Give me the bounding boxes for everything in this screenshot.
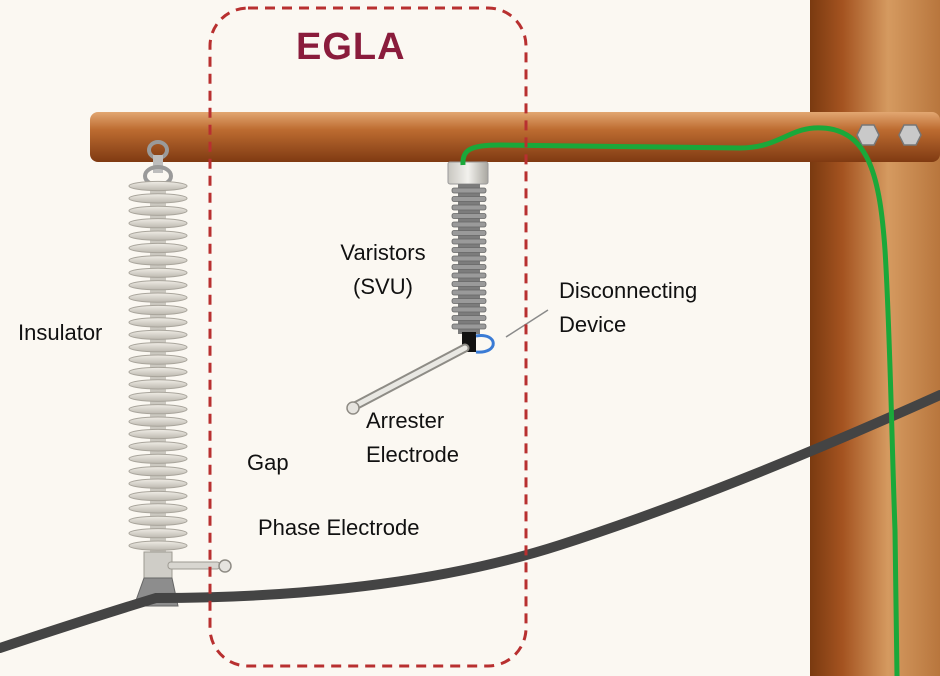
insulator-shed: [128, 242, 188, 254]
insulator-shed: [128, 428, 188, 440]
insulator-shed: [128, 441, 188, 452]
varistor-shed: [451, 315, 487, 321]
varistor-shed: [451, 306, 487, 313]
phase-conductor: [0, 390, 940, 653]
insulator-shed: [128, 503, 188, 514]
egla-boundary: [208, 6, 528, 668]
arrester-label-line1: Arrester: [366, 408, 445, 433]
insulator-shed: [128, 366, 188, 378]
arrester-electrode-label: Arrester Electrode: [366, 404, 459, 472]
insulator-shed: [128, 528, 188, 539]
insulator-shed: [128, 354, 188, 365]
insulator-shed: [128, 391, 188, 402]
insulator-shed: [128, 329, 188, 340]
varistors-label-line1: Varistors: [340, 240, 426, 265]
varistor-shed: [451, 221, 487, 228]
varistors-label: Varistors (SVU): [328, 236, 438, 304]
insulator-shed: [128, 193, 188, 204]
insulator-shed: [128, 540, 188, 551]
crossarm-bolt-icon: [856, 124, 880, 146]
disconnecting-label-line1: Disconnecting: [559, 278, 698, 303]
insulator-shed: [128, 317, 188, 328]
insulator-string: [128, 140, 232, 607]
insulator-shed: [128, 515, 188, 526]
varistors-label-line2: (SVU): [353, 274, 413, 299]
varistor-shed: [451, 298, 487, 304]
varistor-shed: [451, 238, 487, 245]
varistor-shed: [451, 230, 487, 236]
insulator-shed: [128, 280, 188, 291]
insulator-label: Insulator: [18, 320, 103, 345]
phase-electrode-label: Phase Electrode: [258, 515, 420, 540]
varistor-shed: [451, 272, 487, 279]
insulator-shed: [128, 490, 188, 502]
disconnecting-device-pointer: [505, 309, 549, 338]
varistor-shed: [451, 187, 487, 194]
insulator-shed: [128, 205, 188, 216]
varistor-shed: [451, 281, 487, 287]
varistor-shed: [451, 247, 487, 253]
arrester-electrode: [346, 343, 470, 415]
varistor-shed: [451, 204, 487, 211]
varistor-shed: [451, 264, 487, 270]
insulator-shed: [128, 267, 188, 278]
insulator-shed: [128, 218, 188, 229]
wooden-pole: [810, 0, 940, 676]
crossarm-bolt-icon: [898, 124, 922, 146]
insulator-shed: [128, 466, 188, 477]
varistor-column: [447, 161, 495, 354]
disconnecting-device-label: Disconnecting Device: [559, 274, 697, 342]
crossarm: [90, 112, 940, 162]
insulator-shed: [128, 453, 188, 464]
insulator-shed: [128, 304, 188, 316]
ground-wire: [460, 125, 900, 676]
varistor-shed: [451, 289, 487, 296]
varistor-shed: [451, 196, 487, 202]
insulator-shed: [128, 379, 188, 390]
insulator-shed: [128, 180, 188, 192]
insulator-shed: [128, 230, 188, 241]
disconnecting-label-line2: Device: [559, 312, 627, 337]
insulator-shed: [128, 404, 188, 415]
gap-label: Gap: [247, 450, 289, 475]
arrester-label-line2: Electrode: [366, 442, 459, 467]
insulator-shed: [128, 255, 188, 266]
insulator-shed: [128, 292, 188, 303]
insulator-shed: [128, 478, 188, 489]
insulator-shed: [128, 342, 188, 353]
egla-title: EGLA: [296, 26, 406, 68]
varistor-shed: [451, 323, 487, 330]
disconnecting-device-loop: [475, 334, 495, 354]
varistor-shed: [451, 213, 487, 219]
insulator-shed: [128, 416, 188, 427]
varistor-shed: [451, 255, 487, 262]
